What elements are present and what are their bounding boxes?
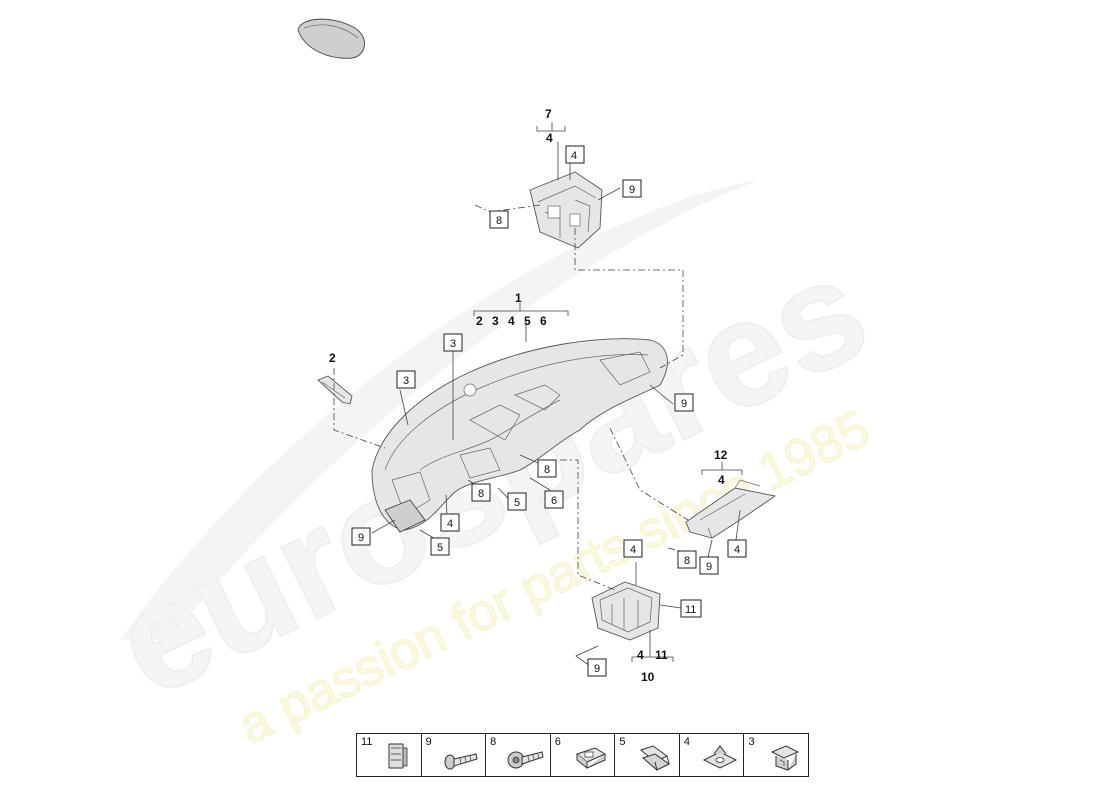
callout-8: 8 [471, 483, 491, 502]
legend-number: 6 [554, 736, 561, 748]
group-label-12-sub: 4 [718, 473, 725, 487]
spring-clip-icon [575, 747, 606, 770]
svg-text:4: 4 [447, 518, 453, 530]
legend-item-8[interactable]: 8 [486, 734, 551, 776]
svg-text:3: 3 [403, 375, 409, 387]
callout-11: 11 [680, 599, 702, 618]
callout-3: 3 [396, 370, 416, 389]
group-label-1-sub: 2 3 4 5 6 [476, 314, 547, 328]
legend-item-6[interactable]: 6 [551, 734, 616, 776]
svg-text:11: 11 [685, 604, 696, 616]
legend-item-3[interactable]: 3 [744, 734, 808, 776]
callout-9: 9 [699, 556, 719, 575]
svg-text:9: 9 [681, 398, 687, 410]
callout-9: 9 [587, 658, 607, 677]
legend-item-9[interactable]: 9 [422, 734, 487, 776]
svg-text:6: 6 [551, 495, 557, 507]
svg-text:9: 9 [594, 663, 600, 675]
callout-4: 4 [565, 145, 585, 164]
group-label-12: 12 [714, 448, 728, 462]
leader-lines [333, 122, 743, 667]
callout-4: 4 [727, 539, 747, 558]
retaining-clip-icon [771, 745, 800, 771]
svg-text:9: 9 [706, 561, 712, 573]
legend-item-4[interactable]: 4 [680, 734, 745, 776]
flange-screw-icon [507, 751, 544, 769]
callouts: 4 9 8 3 3 9 8 8 5 6 4 9 5 4 8 9 4 11 9 [351, 145, 747, 677]
group-labels: 7 4 1 2 3 4 5 6 2 12 4 4 11 10 [329, 107, 728, 684]
callout-8: 8 [677, 550, 697, 569]
group-label-7-sub: 4 [546, 131, 553, 145]
svg-text:8: 8 [496, 215, 502, 227]
left-strut-part [317, 375, 353, 405]
svg-text:8: 8 [684, 555, 690, 567]
callout-3: 3 [443, 333, 463, 352]
svg-text:4: 4 [630, 544, 636, 556]
callout-9: 9 [622, 179, 642, 198]
nut-clip-icon [702, 745, 738, 769]
callout-9: 9 [674, 393, 694, 412]
clip-bracket-icon [388, 743, 408, 769]
svg-text:5: 5 [437, 542, 443, 554]
legend-item-11[interactable]: 11 [357, 734, 422, 776]
center-frame-part [591, 581, 661, 641]
dashboard-carrier-part [371, 338, 668, 533]
rubber-cap-part [297, 18, 365, 59]
svg-text:8: 8 [478, 488, 484, 500]
callout-8: 8 [489, 210, 509, 229]
legend-number: 4 [683, 736, 691, 748]
svg-text:4: 4 [734, 544, 740, 556]
bolt-icon [444, 753, 478, 770]
svg-text:9: 9 [358, 532, 364, 544]
right-crossmember-part [685, 479, 777, 539]
callout-4: 4 [623, 539, 643, 558]
group-label-10: 10 [641, 670, 655, 684]
watermark-swoosh [120, 180, 760, 640]
legend-number: 9 [425, 736, 432, 748]
svg-text:4: 4 [571, 150, 577, 162]
svg-text:5: 5 [514, 497, 520, 509]
callout-8: 8 [537, 459, 557, 478]
callout-6: 6 [544, 490, 564, 509]
legend-number: 8 [490, 736, 497, 748]
svg-text:8: 8 [544, 464, 550, 476]
group-label-7: 7 [545, 107, 552, 121]
callout-5: 5 [430, 537, 450, 556]
callout-5: 5 [507, 492, 527, 511]
group-label-2: 2 [329, 351, 336, 365]
callout-9: 9 [351, 527, 371, 546]
clip-icon [640, 745, 671, 771]
svg-text:3: 3 [450, 338, 456, 350]
legend-number: 3 [748, 736, 755, 748]
svg-text:9: 9 [629, 184, 635, 196]
group-label-1: 1 [515, 291, 522, 305]
legend-item-5[interactable]: 5 [615, 734, 680, 776]
callout-4: 4 [440, 513, 460, 532]
upper-bracket-part [529, 171, 603, 249]
group-label-10-sub: 4 11 [637, 648, 668, 662]
fastener-legend: 11 9 8 6 5 [356, 733, 809, 777]
legend-number: 5 [619, 736, 626, 748]
legend-number: 11 [361, 736, 373, 748]
